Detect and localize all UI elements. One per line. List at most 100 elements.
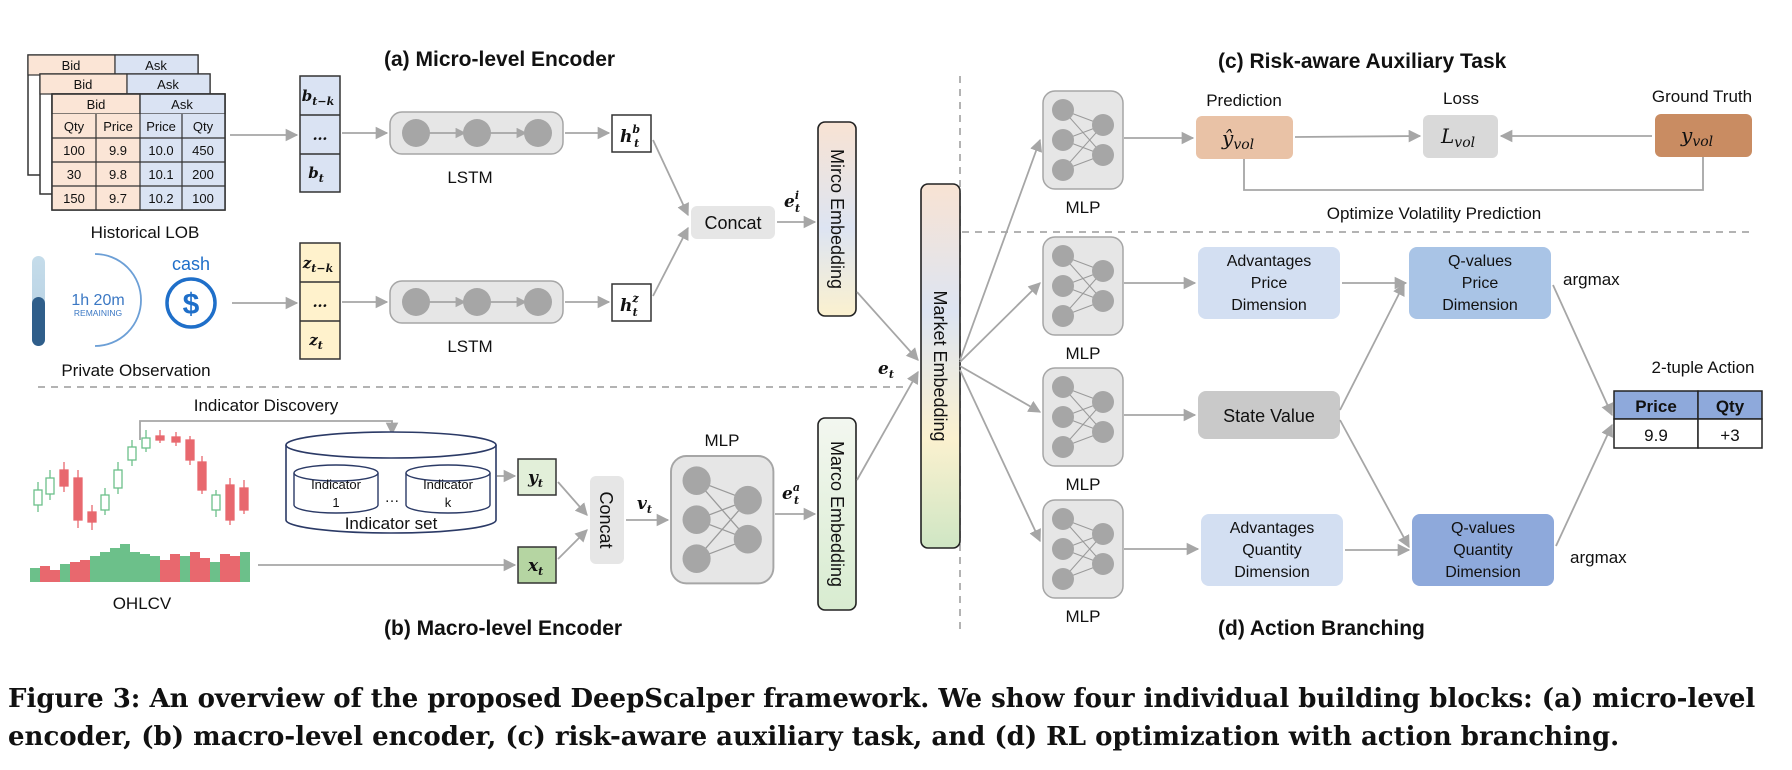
- advantages-price-l1: Advantages: [1227, 253, 1312, 270]
- lstm-private-label: LSTM: [447, 337, 492, 356]
- time-remaining-value: 1h 20m: [71, 292, 124, 309]
- lob-back-ask: Ask: [145, 58, 167, 73]
- sequence-z: zt−k … zt: [299, 242, 341, 360]
- arrow-x-concat: [557, 529, 588, 560]
- tuple-value-qty: +3: [1720, 426, 1739, 445]
- volume-bar: [50, 570, 60, 582]
- market-embedding-label: Market Embedding: [930, 290, 950, 441]
- title-action-branching: (d) Action Branching: [1218, 617, 1425, 640]
- candle-body: [171, 436, 181, 443]
- candle-body: [155, 435, 165, 441]
- sequence-b: bt−k … bt: [299, 75, 341, 193]
- argmax-qty-label: argmax: [1570, 548, 1627, 567]
- lob-header-bid: Bid: [87, 97, 106, 112]
- arrow-qprice-action: [1552, 284, 1614, 417]
- lob-cell: 100: [63, 143, 85, 158]
- lob-cell: 10.1: [148, 167, 173, 182]
- state-value-label: State Value: [1223, 406, 1315, 426]
- timer-arc-icon: [94, 253, 142, 347]
- state-value-box: [1198, 391, 1340, 439]
- advantages-qty-l3: Dimension: [1234, 564, 1310, 581]
- volume-bar: [60, 564, 70, 582]
- advantages-price-l2: Price: [1251, 275, 1288, 292]
- qvalues-price-l2: Price: [1462, 275, 1499, 292]
- arrow-hb-concat: [652, 139, 689, 217]
- volume-bar: [120, 544, 130, 582]
- lob-col-qty-bid: Qty: [64, 119, 85, 134]
- volume-bar: [210, 562, 220, 582]
- ohlcv-label: OHLCV: [113, 594, 172, 613]
- private-observation-label: Private Observation: [61, 361, 210, 380]
- historical-lob-label: Historical LOB: [91, 223, 200, 242]
- candle-body: [211, 494, 221, 511]
- volume-bar: [220, 554, 230, 582]
- time-remaining-caption: REMAINING: [74, 308, 122, 318]
- volume-bar: [30, 568, 40, 582]
- lstm-micro: [390, 112, 563, 154]
- indicator-set: Indicator 1 … Indicator k Indicator set: [285, 431, 497, 534]
- cash-label: cash: [172, 254, 210, 274]
- candle-body: [185, 439, 195, 461]
- historical-lob: Bid Ask Bid Ask: [27, 54, 226, 211]
- indicator-1-line1: Indicator: [311, 477, 362, 492]
- lob-cell: 30: [67, 167, 81, 182]
- mlp-macro-label: MLP: [705, 431, 740, 450]
- mlp-advantage-qty-label: MLP: [1066, 607, 1101, 626]
- tuple-value-price: 9.9: [1644, 426, 1668, 445]
- concat-macro-label: Concat: [596, 491, 616, 548]
- lob-cell: 100: [192, 191, 214, 206]
- candle-body: [239, 487, 249, 511]
- concat-micro: [691, 206, 775, 239]
- box-y-t: yt: [517, 458, 557, 496]
- qvalues-qty-box: [1412, 514, 1554, 586]
- time-remaining-fill: [32, 297, 45, 346]
- volume-bar: [130, 552, 140, 582]
- volume-bar: [90, 556, 100, 582]
- mlp-state-value: [1042, 367, 1124, 467]
- tuple-action-table: Price Qty 9.9 +3: [1613, 390, 1763, 449]
- qvalues-qty-l3: Dimension: [1445, 564, 1521, 581]
- lob-mid-ask: Ask: [157, 77, 179, 92]
- volume-bar: [80, 560, 90, 582]
- micro-embedding: [817, 121, 857, 317]
- volume-bar: [40, 566, 50, 582]
- mlp-state-value-label: MLP: [1066, 475, 1101, 494]
- arrow-prediction-loss: [1294, 129, 1422, 143]
- mlp-risk: [1042, 90, 1124, 190]
- lob-back-bid: Bid: [62, 58, 81, 73]
- prediction-box: [1196, 116, 1293, 159]
- indicator-discovery-label: Indicator Discovery: [194, 396, 339, 415]
- ohlcv-chart: [30, 430, 250, 582]
- loss-box: [1423, 115, 1498, 158]
- lob-mid-bid: Bid: [74, 77, 93, 92]
- qvalues-price-l3: Dimension: [1442, 297, 1518, 314]
- prediction-title: Prediction: [1206, 91, 1282, 110]
- volume-bar: [140, 554, 150, 582]
- prediction-symbol: ŷvol: [1221, 126, 1254, 153]
- candle-body: [87, 511, 97, 523]
- private-observation: 1h 20m REMAINING cash $ Private Observat…: [32, 253, 217, 380]
- candle-body: [225, 484, 235, 521]
- volume-bar: [170, 554, 180, 582]
- concat-macro: [590, 476, 624, 564]
- advantages-qty-box: [1201, 514, 1343, 586]
- volume-bar: [230, 556, 240, 582]
- volume-bar: [110, 548, 120, 582]
- qvalues-qty-l1: Q-values: [1451, 520, 1515, 537]
- qvalues-qty-l2: Quantity: [1453, 542, 1513, 559]
- seq-z-last: zt: [308, 331, 323, 352]
- tuple-header-price: Price: [1635, 397, 1677, 416]
- tuple-header-qty: Qty: [1716, 397, 1745, 416]
- volume-bar: [160, 560, 170, 582]
- arrow-market-mlp-2: [959, 365, 1042, 413]
- candle-body: [45, 477, 55, 495]
- mlp-advantage-qty: [1042, 499, 1124, 599]
- argmax-price-label: argmax: [1563, 270, 1620, 289]
- lob-cell: 9.8: [109, 167, 127, 182]
- candle-body: [141, 437, 151, 449]
- arrow-qqty-action: [1555, 423, 1613, 547]
- dollar-icon: $: [165, 277, 217, 329]
